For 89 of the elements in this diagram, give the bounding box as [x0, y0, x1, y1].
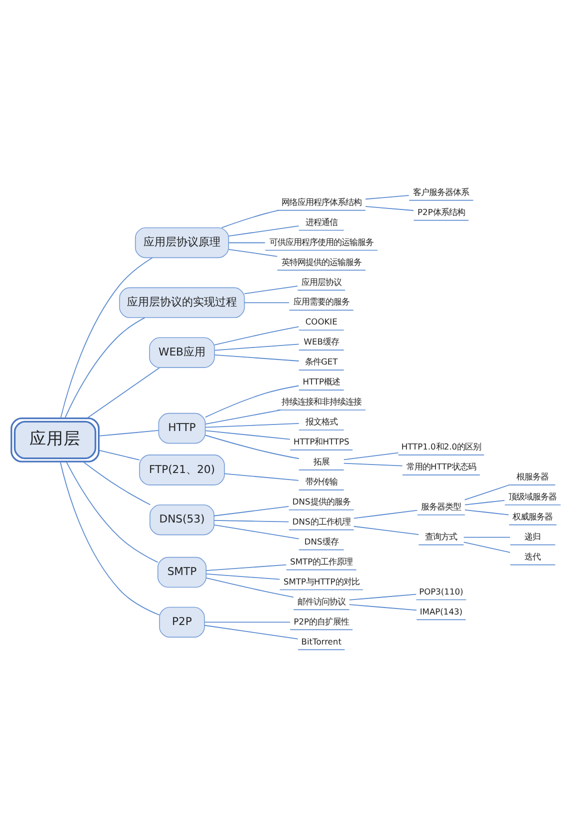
node-text: 客户服务器体系 — [413, 186, 470, 196]
connector — [206, 573, 280, 580]
connector — [214, 524, 300, 539]
node-text: P2P的自扩展性 — [294, 616, 350, 626]
connector — [204, 621, 291, 622]
node-text: 进程通信 — [305, 216, 338, 226]
node-text: WEB缓存 — [304, 336, 339, 346]
node-text: 应用需要的服务 — [293, 296, 350, 306]
node-text: 带外传输 — [305, 476, 338, 486]
connector — [204, 434, 300, 459]
node-text: 邮件访问协议 — [297, 596, 346, 606]
connector — [214, 326, 300, 345]
connector — [206, 564, 287, 571]
node-text: 迭代 — [524, 550, 541, 561]
connector — [86, 366, 160, 418]
connector — [343, 462, 403, 466]
connector — [204, 624, 298, 639]
node-text: HTTP1.0和2.0的区别 — [401, 441, 482, 452]
connector — [464, 499, 505, 505]
node-text: DNS的工作机理 — [292, 516, 350, 526]
connector — [343, 452, 399, 460]
node-text: BitTorrent — [301, 636, 342, 646]
connector — [205, 422, 300, 428]
connector — [205, 430, 290, 440]
node-text: 查询方式 — [425, 530, 458, 541]
connector — [463, 541, 510, 552]
node-box: WEB应用 — [149, 336, 215, 368]
connector — [365, 206, 414, 210]
node-text: 权威服务器 — [512, 510, 553, 521]
connector — [60, 460, 160, 615]
connector — [214, 519, 290, 522]
node-text: COOKIE — [305, 316, 338, 326]
node-box: 应用层协议原理 — [134, 226, 229, 258]
connector — [98, 429, 159, 436]
node-text: 持续连接和非持续连接 — [281, 396, 362, 406]
connector — [464, 508, 510, 515]
node-box: HTTP — [158, 412, 206, 444]
connector — [82, 460, 151, 505]
connector — [353, 509, 418, 518]
connector — [204, 384, 300, 418]
connector — [228, 248, 278, 256]
node-text: 拓展 — [313, 456, 330, 466]
node-text: 网络应用程序体系结构 — [281, 196, 362, 206]
node-text: POP3(110) — [419, 586, 464, 596]
connector — [463, 536, 510, 538]
connector — [214, 354, 300, 361]
connector — [64, 316, 146, 418]
node-text: P2P体系结构 — [418, 206, 465, 216]
node-text: 英特网提供的运输服务 — [281, 256, 362, 266]
node-text: 服务器类型 — [421, 500, 462, 511]
node-box: 应用层协议的实现过程 — [119, 286, 245, 318]
node-text: 顶级域服务器 — [508, 490, 557, 501]
connector — [244, 302, 290, 303]
connector — [98, 449, 140, 460]
node-text: IMAP(143) — [420, 606, 463, 616]
node-box: DNS(53) — [150, 504, 214, 535]
node-text: 递归 — [524, 530, 541, 541]
connector — [353, 525, 420, 535]
node-box: FTP(21、20) — [139, 454, 225, 485]
connector — [205, 409, 281, 424]
node-text: DNS提供的服务 — [292, 496, 350, 506]
node-text: 报文格式 — [305, 416, 338, 426]
connector — [206, 577, 294, 598]
connector — [348, 604, 418, 610]
node-text: SMTP的工作原理 — [290, 556, 353, 566]
connector — [214, 343, 300, 350]
connector — [464, 484, 511, 500]
node-box: P2P — [159, 606, 205, 638]
node-text: DNS缓存 — [304, 536, 338, 546]
node-text: 条件GET — [304, 356, 338, 366]
node-text: HTTP和HTTPS — [293, 436, 350, 446]
connector — [66, 460, 158, 562]
node-text: SMTP与HTTP的对比 — [283, 576, 360, 586]
node-text: HTTP概述 — [302, 376, 340, 386]
connector — [221, 209, 280, 228]
node-box: 应用层 — [10, 417, 100, 462]
node-box: SMTP — [157, 556, 207, 588]
connector — [224, 472, 300, 480]
node-text: 根服务器 — [516, 470, 549, 481]
connector — [365, 194, 410, 200]
connector — [348, 593, 417, 600]
node-text: 应用层协议 — [301, 276, 342, 286]
node-text: 可供应用程序使用的运输服务 — [269, 236, 374, 246]
connector — [228, 242, 266, 243]
connector — [244, 285, 298, 294]
connector — [214, 505, 290, 516]
connector — [60, 256, 153, 418]
node-text: 常用的HTTP状态码 — [406, 461, 476, 472]
connector — [228, 224, 300, 236]
